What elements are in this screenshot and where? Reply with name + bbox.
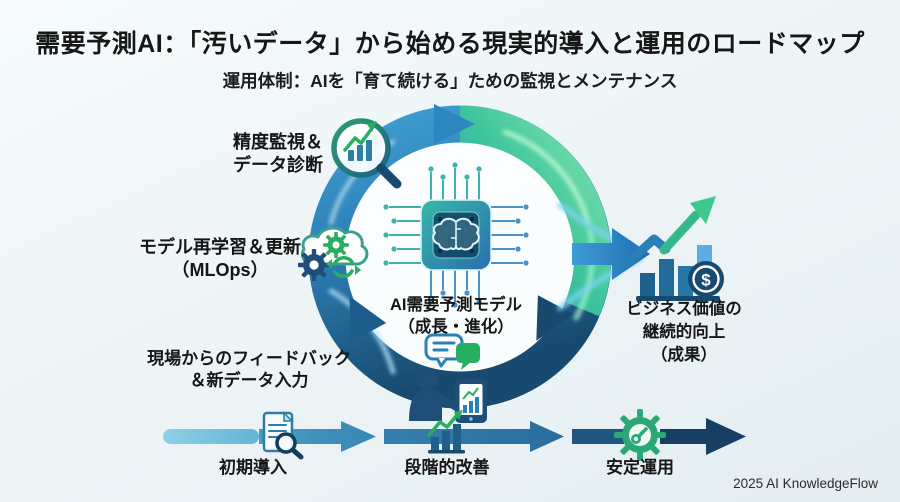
- speech-bubble-green-icon: [456, 343, 480, 370]
- ring-arrowhead-bottom-left: [349, 296, 387, 342]
- ring-arrowhead-top: [434, 104, 475, 144]
- label-stage-gradual-improve: 段階的改善: [404, 458, 490, 477]
- svg-text:$: $: [701, 271, 711, 290]
- label-model-retraining: モデル再学習＆更新 （MLOps）: [139, 237, 301, 281]
- label-accuracy-monitoring: 精度監視＆ データ診断: [233, 132, 323, 176]
- credit-text: 2025 AI KnowledgeFlow: [733, 476, 878, 491]
- page-subtitle: 運用体制：AIを「育て続ける」ための監視とメンテナンス: [222, 71, 678, 91]
- feedback-person-icon: [409, 333, 487, 423]
- refresh-arrows-icon: [333, 256, 354, 278]
- label-field-feedback: 現場からのフィードバック ＆新データ入力: [147, 349, 351, 391]
- gear-small-icon: [323, 232, 349, 258]
- initial-deploy-doc-icon: [262, 411, 304, 460]
- accuracy-monitor-icon: [331, 118, 402, 189]
- dollar-coin-icon: $: [688, 261, 724, 297]
- label-stage-initial-deploy: 初期導入: [219, 458, 287, 477]
- stable-ops-gear-icon: [614, 409, 666, 461]
- wrench-icon: [631, 427, 648, 444]
- ring-arrowhead-bottom-right: [536, 295, 574, 341]
- business-value-chart-icon: $: [625, 196, 724, 301]
- gradual-improve-chart-icon: [427, 410, 465, 454]
- page-title: 需要予測AI：「汚いデータ」から始める現実的導入と運用のロードマップ: [35, 30, 865, 58]
- roadmap-arrow: [163, 418, 746, 455]
- ai-chip-brain-icon: [383, 162, 529, 308]
- label-business-value: ビジネス価値の 継続的向上 （成果）: [626, 300, 742, 364]
- tablet-icon: [455, 379, 487, 423]
- mlops-cloud-gears-icon: [298, 226, 369, 281]
- label-stage-stable-ops: 安定運用: [606, 458, 674, 477]
- label-ai-model-center: AI需要予測モデル （成長・進化）: [390, 296, 522, 337]
